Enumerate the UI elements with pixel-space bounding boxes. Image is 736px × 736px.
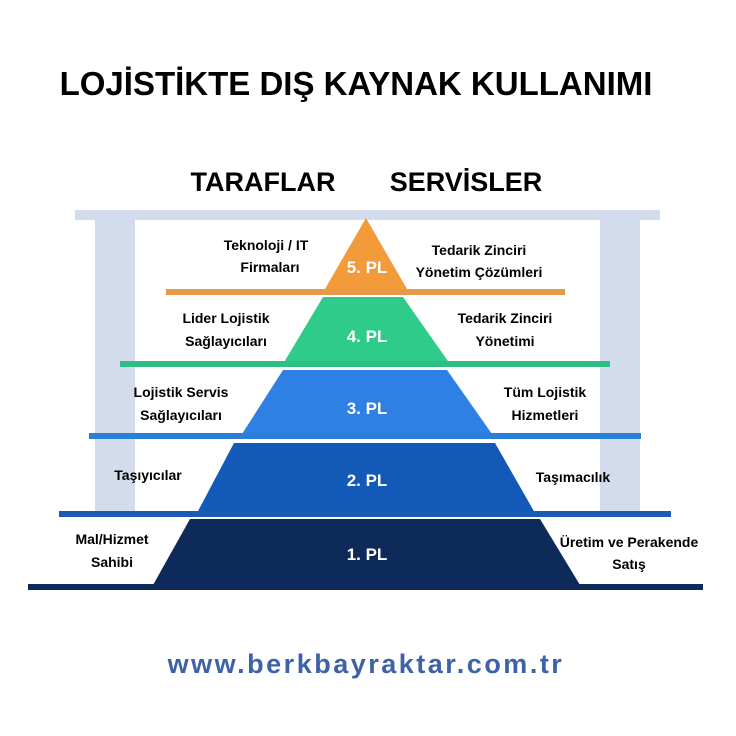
tier-2-service: Taşımacılık: [536, 469, 611, 485]
tier-3-level: 3. PL: [347, 399, 388, 418]
tier-4-shape: [283, 297, 450, 364]
tier-3-service: Tüm Lojistik: [504, 384, 587, 400]
tier-3-shape: [242, 370, 492, 434]
tier-2-level: 2. PL: [347, 471, 388, 490]
tier-1-party: Sahibi: [91, 554, 133, 570]
tier-1-party: Mal/Hizmet: [75, 531, 148, 547]
tier-3-party: Sağlayıcıları: [140, 407, 222, 423]
tier-4-level: 4. PL: [347, 327, 388, 346]
tier-5-level: 5. PL: [347, 258, 388, 277]
tier-1-service: Üretim ve Perakende: [560, 534, 699, 550]
tier-5-shape: [325, 218, 407, 289]
tier-1-service: Satış: [612, 556, 646, 572]
tier-5-service: Yönetim Çözümleri: [416, 264, 543, 280]
tier-4-line: [120, 361, 610, 367]
tier-1-line: [28, 584, 703, 590]
tier-4-party: Sağlayıcıları: [185, 333, 267, 349]
tier-5-party: Firmaları: [240, 259, 299, 275]
tier-3-party: Lojistik Servis: [134, 384, 229, 400]
tier-2-shape: [197, 443, 535, 513]
header-parties: TARAFLAR: [191, 167, 336, 197]
tier-4-service: Tedarik Zinciri: [458, 310, 553, 326]
tier-5-service: Tedarik Zinciri: [432, 242, 527, 258]
header-services: SERVİSLER: [390, 167, 543, 197]
tier-5-party: Teknoloji / IT: [224, 237, 309, 253]
tier-2-party: Taşıyıcılar: [114, 467, 182, 483]
page-title: LOJİSTİKTE DIŞ KAYNAK KULLANIMI: [60, 65, 653, 102]
tier-2-line: [59, 511, 671, 517]
tier-1-shape: [153, 519, 580, 585]
tier-3-service: Hizmetleri: [512, 407, 579, 423]
tier-4-party: Lider Lojistik: [182, 310, 269, 326]
tier-1-level: 1. PL: [347, 545, 388, 564]
tier-3-line: [89, 433, 641, 439]
footer-url[interactable]: www.berkbayraktar.com.tr: [167, 649, 565, 679]
tier-5-line: [166, 289, 565, 295]
tier-4-service: Yönetimi: [475, 333, 534, 349]
